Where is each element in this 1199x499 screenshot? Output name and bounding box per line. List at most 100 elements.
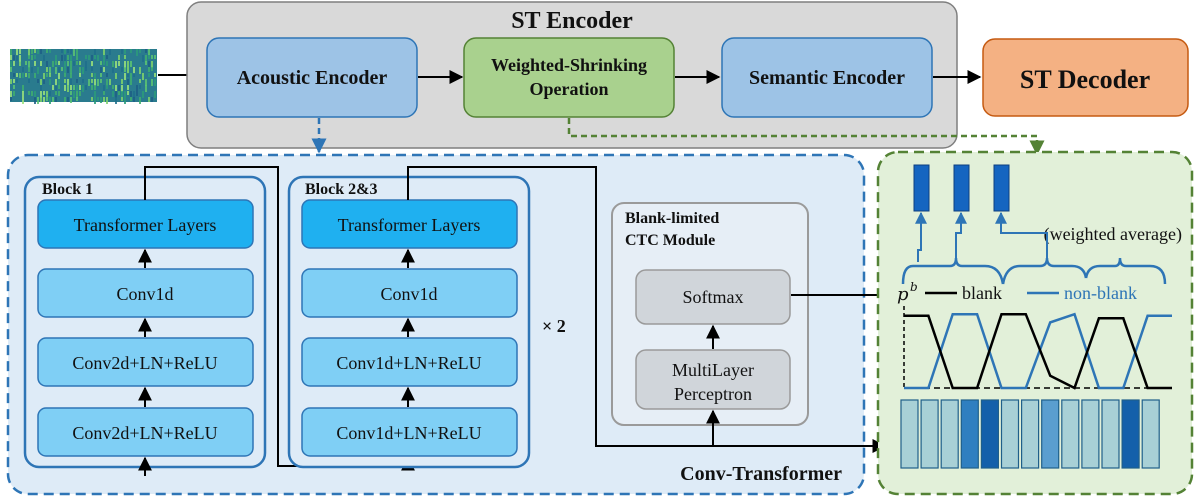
spectrogram-cell (145, 55, 147, 62)
st-encoder-title: ST Encoder (511, 8, 633, 34)
spectrogram-cell (28, 55, 30, 59)
block23-title: Block 2&3 (305, 181, 377, 198)
spectrogram-cell (16, 73, 18, 77)
spectrogram-cell (127, 61, 129, 67)
spectrogram-cell (97, 55, 99, 61)
spectrogram-cell (58, 91, 60, 96)
frame-bar (1041, 399, 1060, 469)
spectrogram-cell (40, 61, 42, 66)
spectrogram-cell (79, 73, 81, 77)
spectrogram-cell (55, 79, 57, 86)
spectrogram-cell (22, 91, 24, 97)
spectrogram-cell (124, 91, 126, 97)
output-vector-1 (913, 164, 930, 212)
spectrogram-cell (148, 49, 150, 55)
output-vector-3 (993, 164, 1010, 212)
frame-bar (920, 399, 939, 469)
spectrogram-cell (46, 49, 48, 53)
p-symbol: p (897, 284, 909, 305)
block23-conv1d-ln-a (301, 337, 518, 387)
spectrogram-cell (55, 91, 57, 95)
spectrogram-cell (106, 55, 108, 59)
spectrogram-cell (70, 91, 72, 95)
spectrogram-cell (118, 85, 120, 92)
spectrogram-cell (130, 79, 132, 85)
spectrogram-image (10, 49, 157, 104)
weighted-shrinking-label-line2: Operation (530, 79, 609, 99)
output-vector-2 (953, 164, 970, 212)
spectrogram-cell (34, 97, 36, 104)
spectrogram-cell (130, 61, 132, 67)
nonblank-probability-line (904, 312, 1172, 390)
spectrogram-cell (70, 61, 72, 67)
spectrogram-cell (112, 85, 114, 89)
spectrogram-cell (142, 55, 144, 62)
semantic-encoder-label: Semantic Encoder (749, 67, 905, 89)
spectrogram-cell (151, 97, 153, 102)
frame-bar (1081, 399, 1100, 469)
spectrogram-cell (70, 97, 72, 103)
spectrogram-cell (13, 79, 15, 83)
mlp-label-line1: MultiLayer (672, 360, 754, 380)
spectrogram-cell (115, 73, 117, 79)
spectrogram-cell (103, 49, 105, 55)
spectrogram-cell (34, 73, 36, 78)
spectrogram-cell (58, 73, 60, 79)
spectrogram-cell (103, 91, 105, 95)
spectrogram-cell (19, 73, 21, 78)
spectrogram-cell (118, 55, 120, 60)
spectrogram-cell (28, 79, 30, 83)
spectrogram-cell (73, 49, 75, 56)
spectrogram-cell (85, 67, 87, 71)
spectrogram-cell (22, 67, 24, 72)
spectrogram-cell (64, 97, 66, 102)
spectrogram-cell (106, 97, 108, 104)
softmax-box (635, 269, 791, 325)
spectrogram-cell (115, 85, 117, 91)
spectrogram-cell (151, 55, 153, 59)
arrow-brace1-to-vector2 (955, 211, 967, 258)
spectrogram-cell (130, 91, 132, 98)
spectrogram-cell (139, 97, 141, 104)
spectrogram-cell (100, 73, 102, 77)
spectrogram-cell (58, 79, 60, 85)
frame-bar (940, 399, 959, 469)
arrow-to-vector1 (915, 211, 927, 262)
spectrogram-cell (130, 49, 132, 53)
arrow-brace2-to-vector3 (995, 211, 1048, 258)
spectrogram-cell (124, 67, 126, 72)
spectrogram-cell (106, 85, 108, 89)
spectrogram-cell (76, 55, 78, 60)
block23-transformer-layers (301, 199, 518, 249)
spectrogram-cell (94, 55, 96, 59)
spectrogram-cell (31, 55, 33, 60)
spectrogram-cell (25, 73, 27, 77)
weighted-shrinking-label-line1: Weighted-Shrinking (491, 55, 647, 75)
spectrogram-cell (121, 49, 123, 54)
block1-conv2d-a (37, 337, 254, 387)
spectrogram-cell (19, 55, 21, 62)
spectrogram-cell (91, 85, 93, 90)
spectrogram-cell (37, 97, 39, 104)
p-superscript: b (910, 280, 918, 294)
spectrogram-cell (139, 67, 141, 74)
spectrogram-cell (61, 49, 63, 53)
spectrogram-cell (76, 91, 78, 98)
spectrogram-cell (88, 79, 90, 86)
block1-layer-1-label: Conv1d (116, 284, 173, 304)
block23-layer-0-label: Transformer Layers (338, 215, 481, 235)
spectrogram-cell (154, 79, 156, 86)
spectrogram-cell (49, 91, 51, 96)
spectrogram-cell (55, 55, 57, 61)
spectrogram-cell (40, 85, 42, 91)
spectrogram-cell (67, 97, 69, 102)
spectrogram-cell (103, 97, 105, 102)
ctc-title-line1: Blank-limited (625, 210, 719, 227)
spectrogram-cell (46, 67, 48, 72)
spectrogram-cell (124, 55, 126, 59)
spectrogram-cell (70, 49, 72, 54)
spectrogram-cell (40, 91, 42, 98)
spectrogram-cell (64, 67, 66, 73)
brace-group-3 (1084, 257, 1167, 285)
spectrogram-cell (43, 73, 45, 80)
